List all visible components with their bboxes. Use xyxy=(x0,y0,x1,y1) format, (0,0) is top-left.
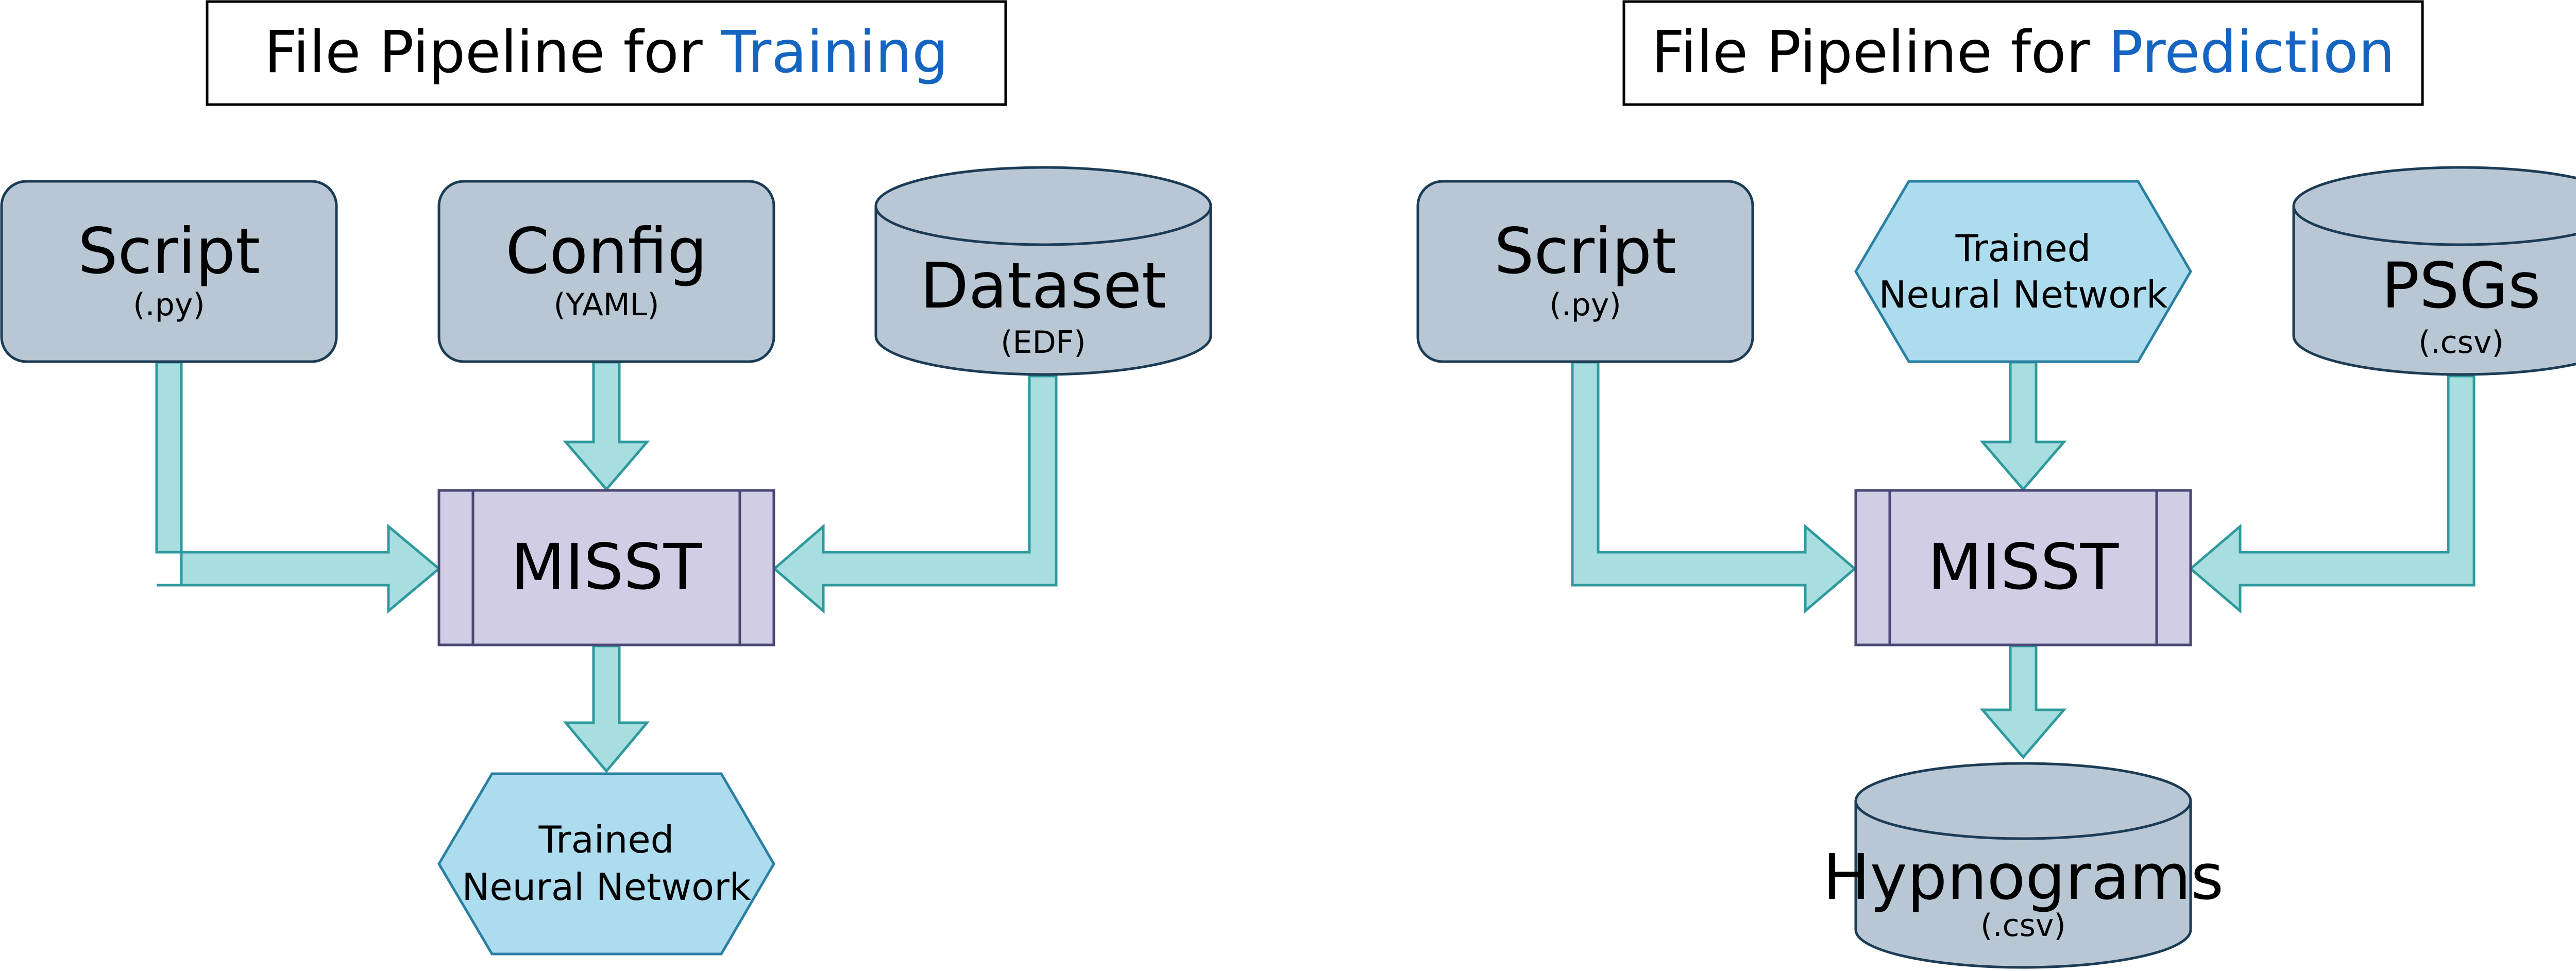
prediction-title-text: File Pipeline for Prediction xyxy=(1652,19,2395,86)
training-arrow-script-to-misst xyxy=(155,361,441,614)
training-arrow-dataset-to-misst xyxy=(772,374,1058,614)
training-script-label: Script xyxy=(78,215,260,288)
training-config-node: Config (YAML) xyxy=(437,180,775,363)
prediction-misst-node: MISST xyxy=(1854,489,2192,646)
training-pipeline: File Pipeline for Training Script (.py) … xyxy=(0,0,1212,956)
prediction-arrow-misst-to-output xyxy=(1979,644,2067,759)
prediction-script-sub: (.py) xyxy=(1549,287,1621,323)
training-output-node: Trained Neural Network xyxy=(437,772,775,956)
prediction-misst-label: MISST xyxy=(1928,531,2119,604)
prediction-arrow-psgs-to-misst xyxy=(2189,374,2476,614)
training-output-line2: Neural Network xyxy=(462,865,751,909)
prediction-psgs-sub: (.csv) xyxy=(2418,325,2504,361)
training-arrow-misst-to-output xyxy=(563,644,650,773)
prediction-psgs-node: PSGs (.csv) xyxy=(2292,166,2576,376)
training-arrow-config-to-misst xyxy=(563,361,650,491)
training-config-label: Config xyxy=(505,215,707,288)
prediction-script-label: Script xyxy=(1494,215,1676,288)
prediction-title: File Pipeline for Prediction xyxy=(1622,0,2424,106)
training-dataset-sub: (EDF) xyxy=(1001,325,1086,361)
prediction-arrow-model-to-misst xyxy=(1979,361,2067,491)
training-dataset-node: Dataset (EDF) xyxy=(874,166,1212,376)
prediction-model-line2: Neural Network xyxy=(1878,273,2167,316)
training-title-text: File Pipeline for Training xyxy=(264,19,948,86)
training-dataset-label: Dataset xyxy=(920,249,1166,322)
prediction-arrow-script-to-misst xyxy=(1571,361,1857,614)
prediction-output-sub: (.csv) xyxy=(1980,908,2066,944)
prediction-output-node: Hypnograms (.csv) xyxy=(1823,762,2224,969)
prediction-pipeline: File Pipeline for Prediction Script (.py… xyxy=(1416,0,2576,969)
training-config-sub: (YAML) xyxy=(553,287,659,323)
prediction-psgs-label: PSGs xyxy=(2381,249,2540,322)
prediction-model-node: Trained Neural Network xyxy=(1854,180,2192,363)
training-script-node: Script (.py) xyxy=(0,180,338,363)
prediction-output-label: Hypnograms xyxy=(1823,841,2224,914)
prediction-model-line1: Trained xyxy=(1955,227,2091,270)
training-misst-node: MISST xyxy=(437,489,775,646)
training-title: File Pipeline for Training xyxy=(206,0,1007,106)
training-misst-label: MISST xyxy=(511,531,702,604)
training-output-line1: Trained xyxy=(538,818,674,861)
prediction-script-node: Script (.py) xyxy=(1416,180,1754,363)
training-script-sub: (.py) xyxy=(133,287,205,323)
